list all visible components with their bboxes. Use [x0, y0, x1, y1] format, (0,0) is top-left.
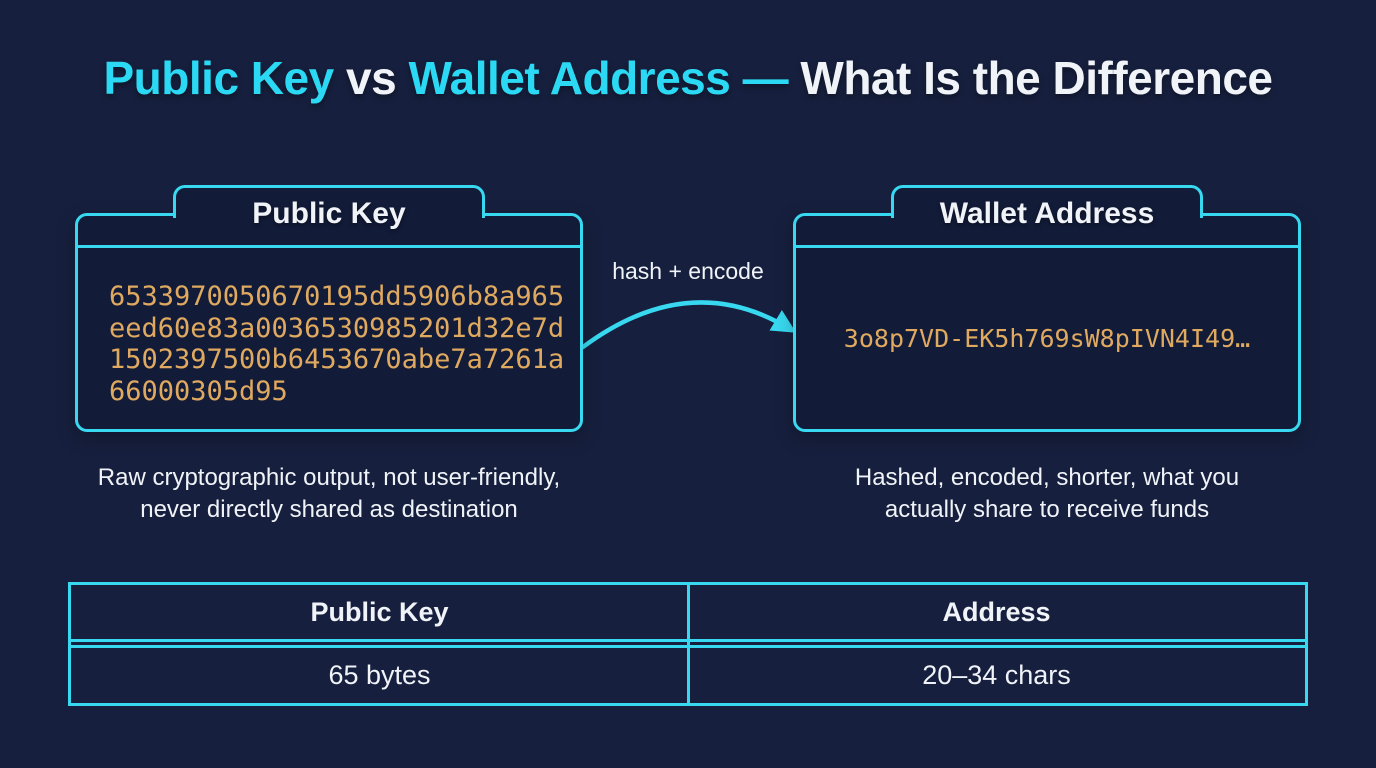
wallet-address-card-body: [793, 213, 1301, 432]
public-key-caption-line-2: never directly shared as destination: [140, 496, 518, 523]
wallet-address-card-content: 3o8p7VD-EK5h769sW8pIVN4I49…: [796, 248, 1298, 429]
public-key-card-tab: [173, 185, 485, 218]
table-cell-address-size: 20–34 chars: [922, 660, 1071, 690]
table-column-divider: [686, 585, 690, 703]
public-key-card: Public Key 6533970050670195dd5906b8a965 …: [75, 185, 583, 432]
wallet-address-card-tab: [891, 185, 1203, 218]
public-key-hex-line-1: 6533970050670195dd5906b8a965: [109, 281, 565, 312]
wallet-address-card: Wallet Address 3o8p7VD-EK5h769sW8pIVN4I4…: [793, 185, 1301, 432]
page-title: Public Key vs Wallet Address — What Is t…: [0, 50, 1376, 106]
public-key-card-content: 6533970050670195dd5906b8a965 eed60e83a00…: [78, 248, 580, 429]
wallet-address-card-divider: [796, 245, 1298, 248]
hash-encode-label: hash + encode: [612, 258, 764, 284]
wallet-address-caption-line-2: actually share to receive funds: [884, 496, 1210, 523]
title-public-key: Public Key: [103, 52, 335, 104]
public-key-hex-line-4: 66000305d95: [109, 375, 288, 407]
table-cell-public-key-size: 65 bytes: [328, 660, 431, 690]
hash-encode-arrow-icon: [580, 300, 797, 350]
title-vs: vs: [333, 52, 409, 104]
public-key-caption-line-1: Raw cryptographic output, not user-frien…: [97, 464, 561, 491]
public-key-card-body: [75, 213, 583, 432]
table-header-address: Address: [942, 596, 1051, 627]
wallet-address-value: 3o8p7VD-EK5h769sW8pIVN4I49…: [843, 324, 1251, 353]
wallet-address-card-title: Wallet Address: [939, 197, 1155, 230]
wallet-address-caption: Hashed, encoded, shorter, what you actua…: [793, 462, 1301, 526]
title-difference: What Is the Difference: [800, 52, 1273, 104]
table-header-public-key: Public Key: [310, 596, 449, 627]
title-wallet-address: Wallet Address —: [408, 52, 801, 104]
comparison-table: Public Key Address 65 bytes 20–34 chars: [68, 582, 1308, 706]
public-key-caption: Raw cryptographic output, not user-frien…: [75, 462, 583, 526]
public-key-hex-line-3: 1502397500b6453670abe7a7261a: [109, 344, 565, 375]
public-key-card-title: Public Key: [252, 197, 406, 230]
public-key-hex-value: 6533970050670195dd5906b8a965 eed60e83a00…: [78, 248, 580, 407]
public-key-hex-line-2: eed60e83a0036530985201d32e7d: [109, 312, 565, 344]
public-key-card-divider: [78, 245, 580, 248]
wallet-address-caption-line-1: Hashed, encoded, shorter, what you: [854, 464, 1240, 491]
